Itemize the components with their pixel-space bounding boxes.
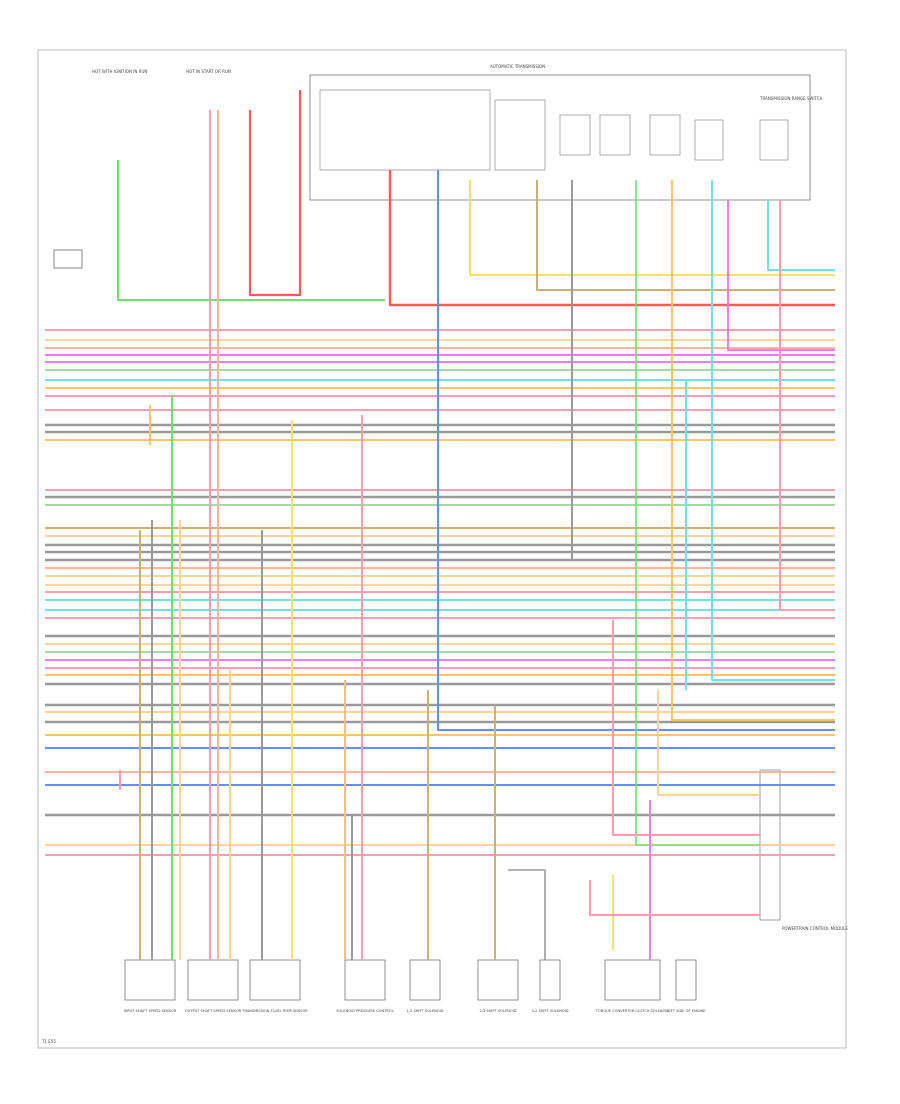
component-label-2: TRANSMISSION FLUID TEMP SENSOR <box>241 1009 308 1013</box>
footer-code: T1 E55 <box>41 1039 56 1044</box>
sensor-box-2 <box>599 114 631 156</box>
fuse-label-right: HOT IN START OR RUN <box>186 69 231 74</box>
component-box-8 <box>675 959 697 1001</box>
component-box-1 <box>187 959 239 1001</box>
component-label-1: OUTPUT SHAFT SPEED SENSOR <box>185 1009 242 1013</box>
range-switch-label: TRANSMISSION RANGE SWITCH <box>759 96 823 101</box>
fuse-label-left: HOT WITH IGNITION IN RUN <box>92 69 147 74</box>
pcm-ltblu-wire <box>711 180 835 681</box>
pcm-brn-wire <box>536 180 835 291</box>
component-box-5 <box>477 959 519 1001</box>
green-bus-wire <box>117 160 385 301</box>
component-label-8: LEFT SIDE OF ENGINE <box>667 1009 707 1013</box>
component-label-0: INPUT SHAFT SPEED SENSOR <box>124 1009 177 1013</box>
ground-symbol <box>53 249 83 269</box>
component-label-5: 2-3 SHIFT SOLENOID <box>479 1009 516 1013</box>
pcm-tan-wire <box>657 690 760 796</box>
pcm-yel-wire <box>469 180 835 276</box>
component-label-3: SOLENOID PRESSURE CONTROL <box>336 1009 393 1013</box>
diagram-border <box>37 49 847 1049</box>
pcm-right-label: POWERTRAIN CONTROL MODULE <box>782 926 848 931</box>
pcm-ltblu2-wire <box>767 200 835 271</box>
relay-box <box>319 89 491 171</box>
sensor-box-3 <box>649 114 681 156</box>
component-box-2 <box>249 959 301 1001</box>
tcc-pnk-wire <box>612 620 760 836</box>
component-box-4 <box>409 959 441 1001</box>
pcm-blue-wire <box>437 170 835 731</box>
component-box-7 <box>604 959 661 1001</box>
sensor-box-4 <box>694 119 724 161</box>
component-box-0 <box>124 959 176 1001</box>
component-label-6: 3-2 SHIFT SOLENOID <box>531 1009 568 1013</box>
pcm-ppl-wire <box>727 200 835 351</box>
sensor-box-1 <box>559 114 591 156</box>
component-box-3 <box>344 959 386 1001</box>
pcm-pnk-wire <box>779 200 835 611</box>
component-label-4: 1-2 SHIFT SOLENOID <box>406 1009 443 1013</box>
sensor-box-5 <box>759 119 789 161</box>
fuse-red-wire <box>248 90 302 297</box>
pcm-orn-wire <box>671 180 835 721</box>
pcm-module-box <box>309 74 811 201</box>
sol32-gry-wire <box>508 869 546 960</box>
component-label-7: TORQUE CONVERTER CLUTCH SOLENOID <box>595 1009 670 1013</box>
component-box-6 <box>539 959 561 1001</box>
pcm-grn-wire <box>635 180 760 846</box>
pcm-top-label: AUTOMATIC TRANSMISSION <box>490 64 545 69</box>
solenoid-box <box>494 99 546 171</box>
pcm-low-pnk-wire <box>589 880 760 916</box>
pcm-red-wire <box>388 170 835 307</box>
